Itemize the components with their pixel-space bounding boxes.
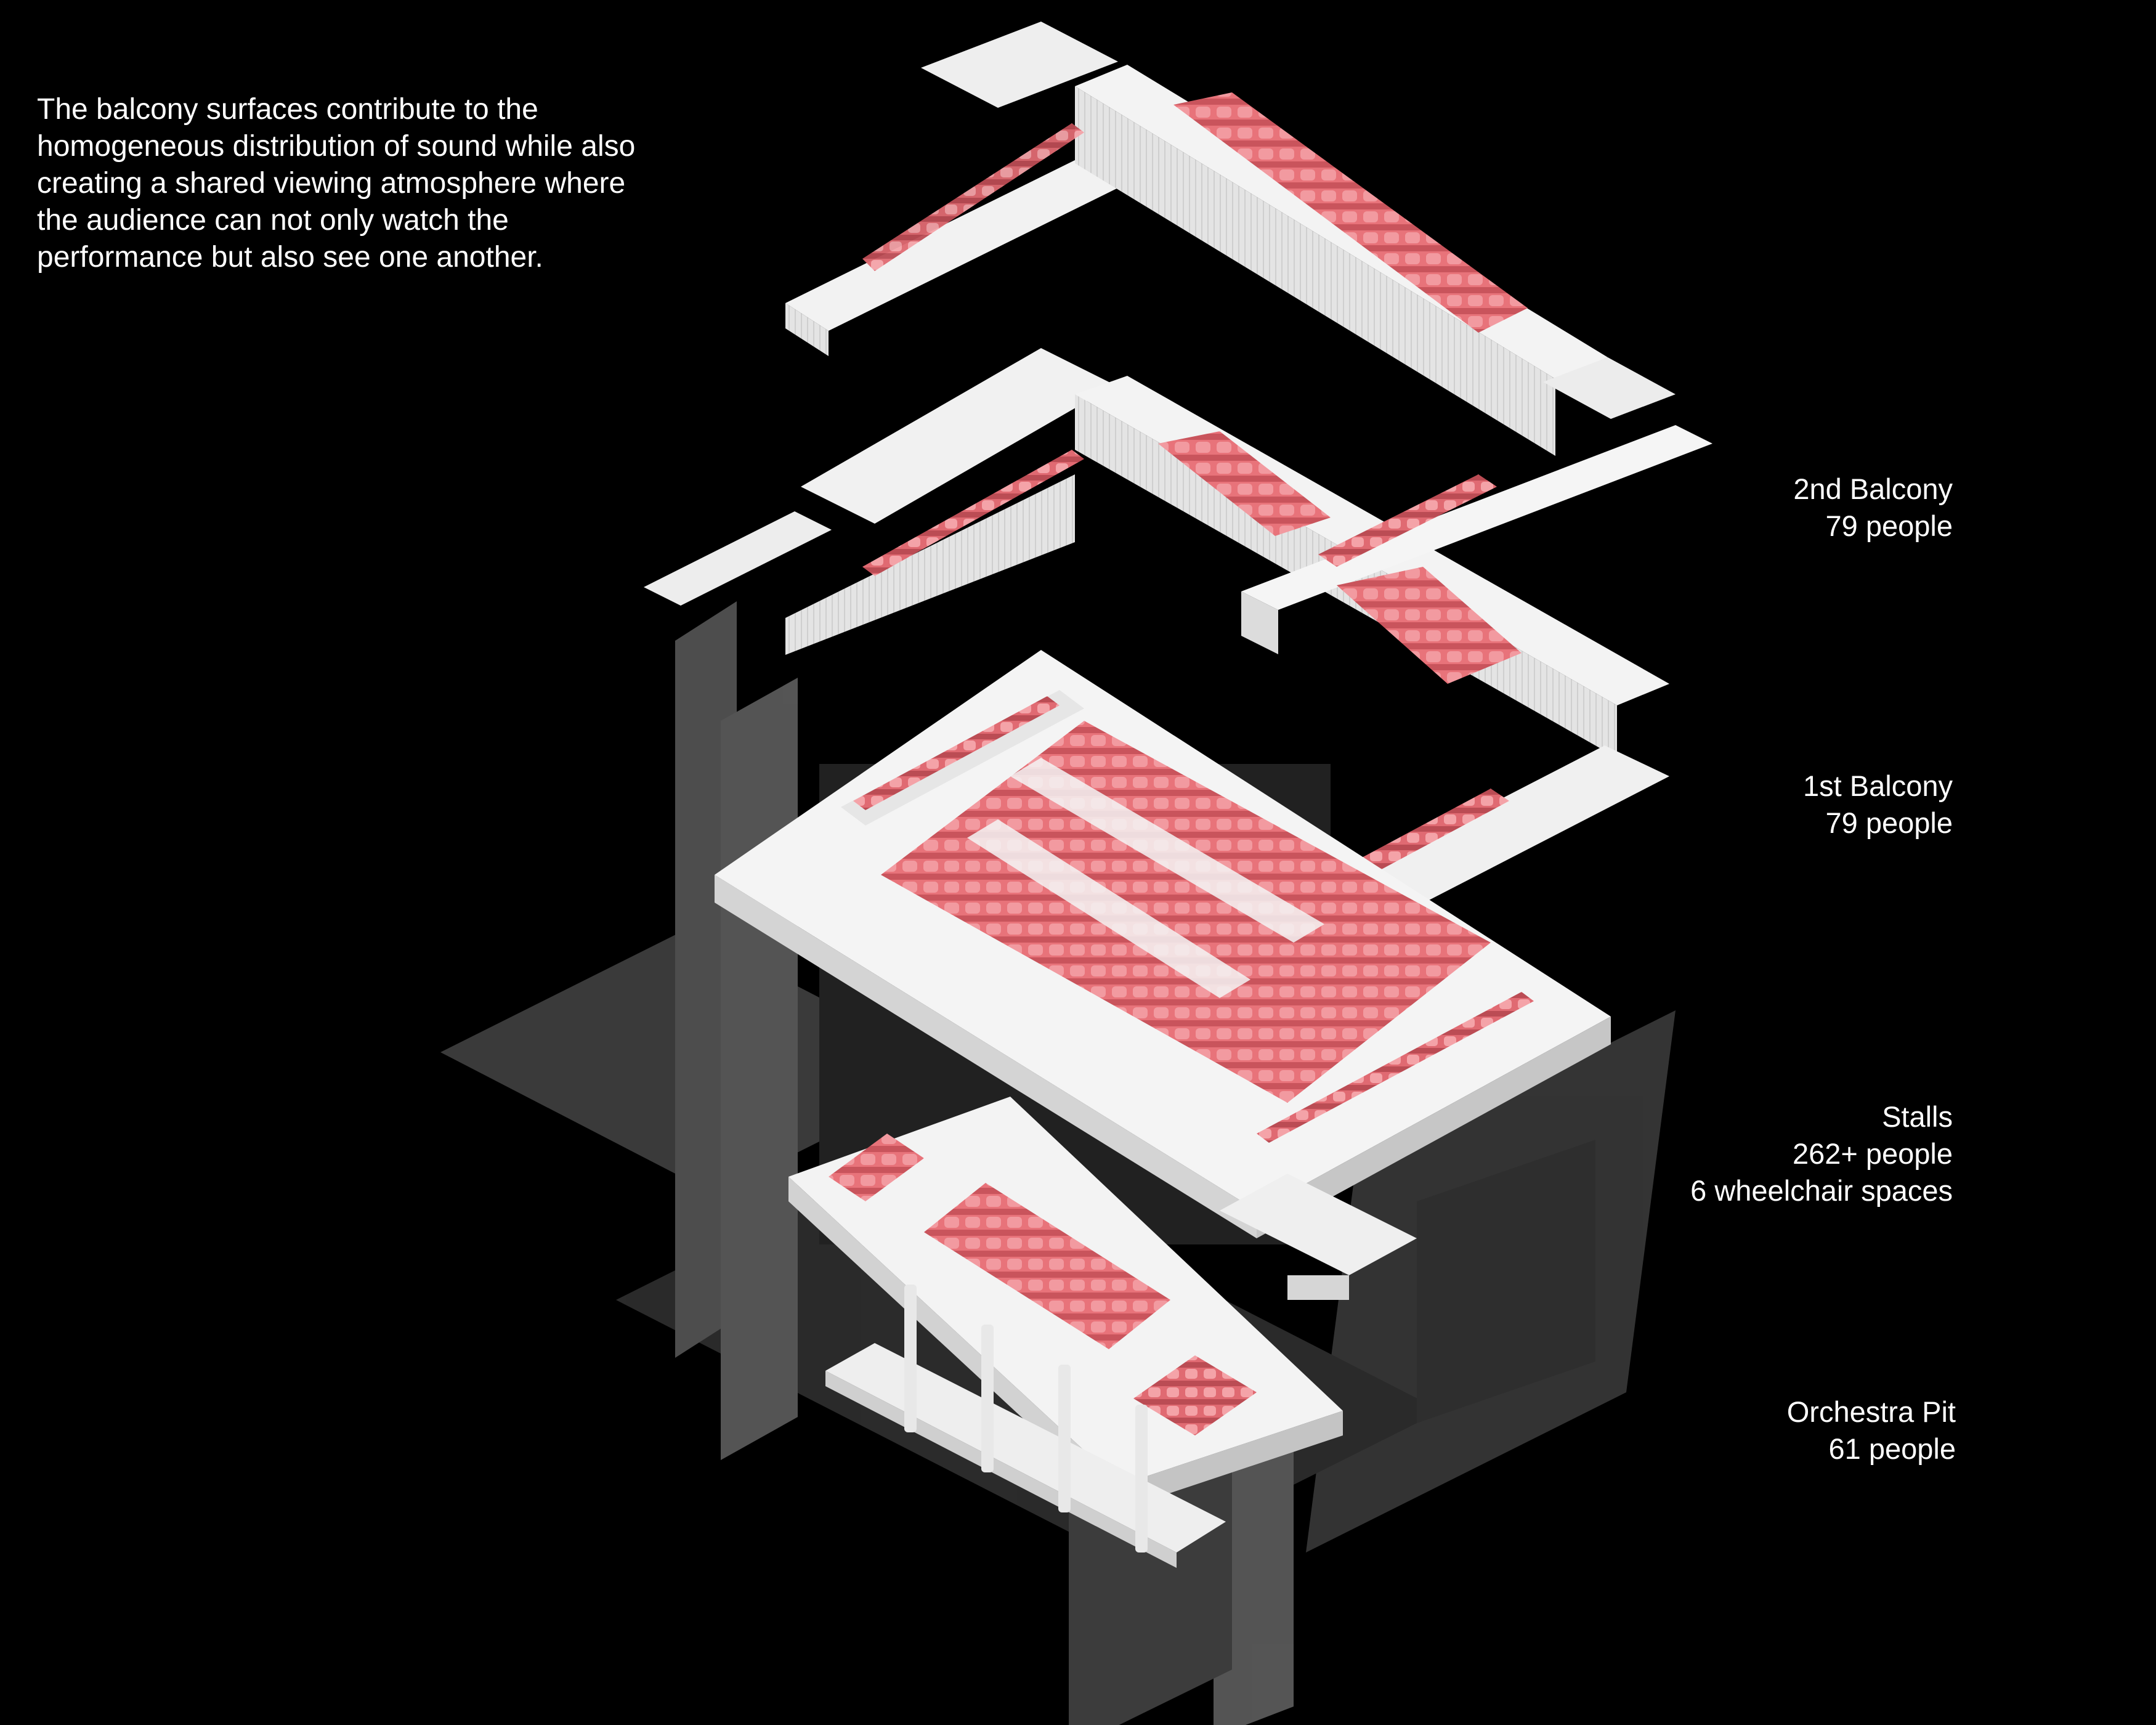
pit-column-1	[904, 1285, 917, 1432]
level-capacity: 262+ people	[1792, 1137, 1953, 1170]
level-name: Orchestra Pit	[1786, 1395, 1956, 1428]
ghost-tower-mid	[721, 678, 798, 1460]
balcony-1-bridge	[1241, 425, 1712, 610]
level-name: 2nd Balcony	[1793, 473, 1953, 505]
level-capacity: 61 people	[1828, 1432, 1956, 1465]
balcony-1-bridge-side	[1241, 591, 1278, 654]
balcony-2-wall-left	[785, 303, 829, 356]
pit-seats-main	[924, 1183, 1170, 1349]
pit-column-2	[981, 1325, 994, 1472]
label-stalls: Stalls 262+ people 6 wheelchair spaces	[1522, 1098, 1953, 1209]
label-1st-balcony: 1st Balcony 79 people	[1522, 768, 1953, 842]
pit-column-4	[1135, 1405, 1148, 1552]
stalls-entrance-side	[1287, 1275, 1349, 1300]
level-name: Stalls	[1882, 1100, 1953, 1133]
level-2nd-balcony	[785, 22, 1676, 456]
stalls-seats-main	[881, 721, 1491, 1103]
level-orchestra-pit	[788, 1097, 1343, 1568]
pit-base-plate	[825, 1343, 1226, 1552]
balcony-1-seats-far	[862, 450, 1084, 576]
stalls-seats-right-row	[1257, 992, 1534, 1143]
pit-seats-small	[829, 1134, 924, 1201]
level-name: 1st Balcony	[1803, 769, 1953, 802]
level-extra: 6 wheelchair spaces	[1690, 1174, 1953, 1207]
stalls-aisle-2	[967, 819, 1250, 998]
stalls-aisle-1	[1010, 758, 1324, 943]
balcony-1-seats-lower	[1337, 567, 1522, 684]
level-capacity: 79 people	[1825, 806, 1953, 839]
label-orchestra-pit: Orchestra Pit 61 people	[1525, 1394, 1956, 1467]
ghost-plane-far-right	[1417, 1140, 1595, 1423]
balcony-2-deck-left	[785, 157, 1124, 331]
balcony-1-seats-bridge	[1318, 474, 1497, 567]
stalls-slab-side	[1257, 1017, 1611, 1238]
balcony-1-seats-top	[1158, 431, 1331, 536]
pit-seats-right	[1133, 1355, 1257, 1435]
stalls-seats-left-row	[853, 696, 1060, 810]
label-2nd-balcony: 2nd Balcony 79 people	[1522, 471, 1953, 545]
level-stalls	[715, 650, 1611, 1300]
pit-slab-side	[1121, 1411, 1343, 1509]
balcony-1-deck-left	[801, 348, 1115, 524]
stalls-slab-front	[715, 875, 1257, 1238]
balcony-2-wall-right	[1075, 86, 1555, 456]
level-capacity: 79 people	[1825, 509, 1953, 542]
balcony-1-deck-far-left	[644, 511, 832, 606]
balcony-1-wall-left	[785, 474, 1075, 655]
balcony-2-stair-landing	[921, 22, 1118, 108]
stalls-entrance-block	[1220, 1174, 1417, 1275]
balcony-2-end-block	[1543, 357, 1676, 419]
balcony-2-seats	[1173, 92, 1528, 333]
description-text: The balcony surfaces contribute to the h…	[37, 93, 636, 274]
balcony-2-seats-side	[862, 123, 1084, 271]
pit-column-3	[1058, 1365, 1071, 1512]
